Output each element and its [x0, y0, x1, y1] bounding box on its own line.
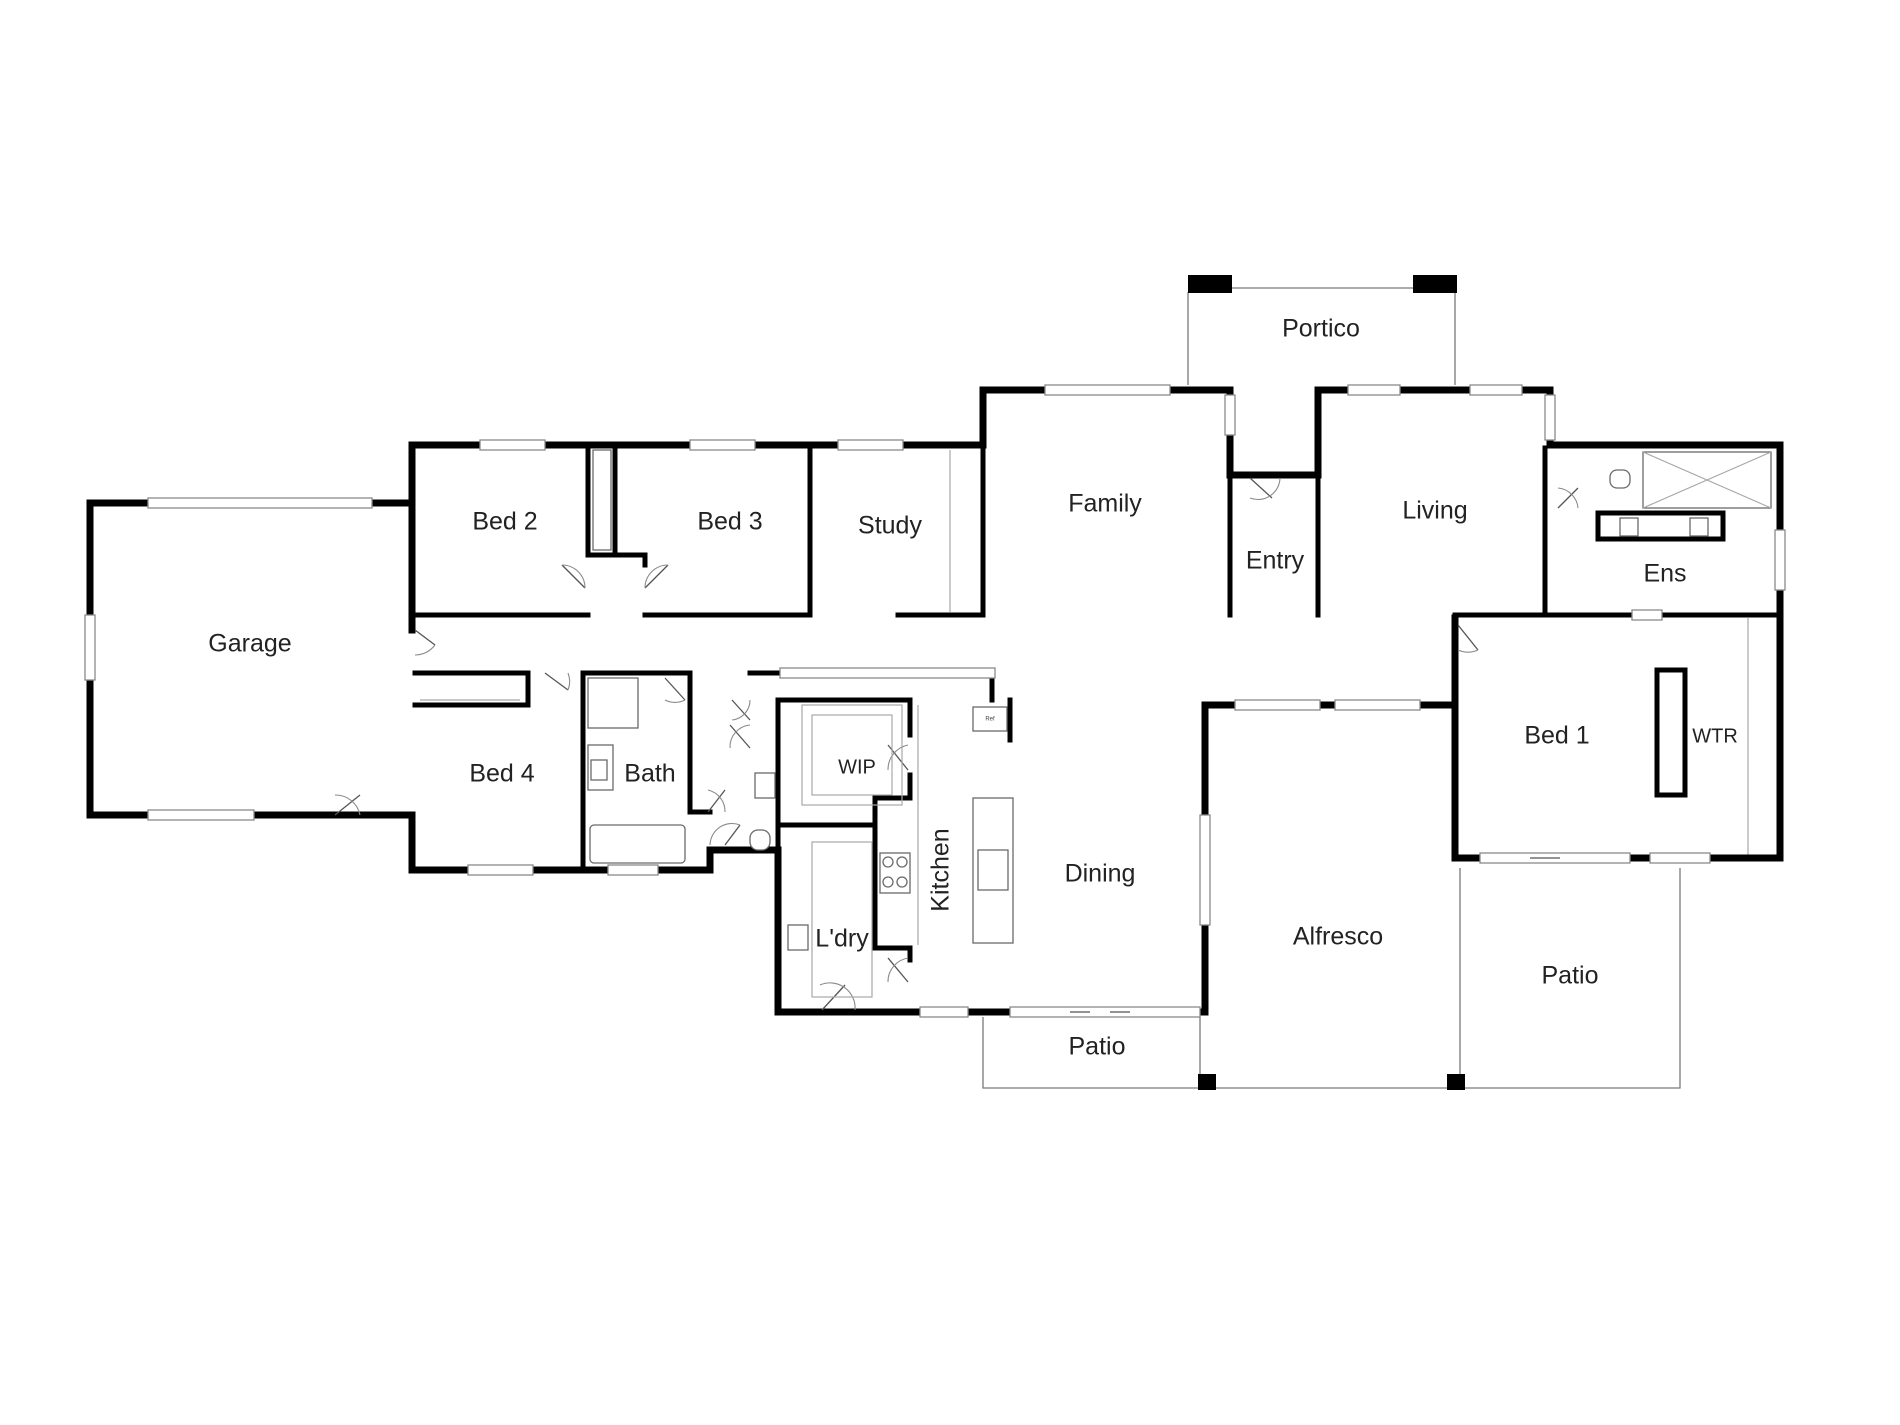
- room-label-dining: Dining: [1065, 860, 1136, 888]
- external-walls: [86, 386, 1784, 1016]
- posts: [1188, 275, 1465, 1090]
- island-sink: [977, 849, 1009, 891]
- room-label-wip: WIP: [838, 756, 876, 778]
- laundry-tub: [787, 924, 809, 951]
- room-label-entry: Entry: [1246, 547, 1305, 575]
- room-label-family: Family: [1068, 490, 1142, 518]
- ens-toilet: [1609, 469, 1631, 489]
- room-label-alfresco: Alfresco: [1293, 923, 1383, 951]
- room-label-laundry: L'dry: [815, 925, 869, 953]
- room-label-living: Living: [1402, 497, 1467, 525]
- room-label-ens: Ens: [1643, 560, 1686, 588]
- fixtures: Ref: [420, 449, 1772, 998]
- basin: [590, 759, 608, 781]
- room-label-bed1: Bed 1: [1524, 722, 1589, 750]
- shower: [587, 677, 639, 729]
- windows: [84, 384, 1786, 1018]
- room-label-garage: Garage: [208, 630, 291, 658]
- room-label-kitchen: Kitchen: [927, 828, 955, 911]
- bathtub: [589, 824, 686, 864]
- toilet: [749, 829, 771, 851]
- fridge-label: Ref: [985, 717, 995, 723]
- room-label-wtr: WTR: [1692, 725, 1738, 747]
- room-labels: Portico Family Entry Living Ens Garage B…: [208, 315, 1737, 1061]
- room-label-patio-rear: Patio: [1069, 1033, 1126, 1061]
- room-label-bed3: Bed 3: [697, 508, 762, 536]
- outdoor-outlines: [949, 287, 1749, 1089]
- room-label-bed2: Bed 2: [472, 508, 537, 536]
- room-label-patio-side: Patio: [1542, 962, 1599, 990]
- room-label-study: Study: [858, 512, 922, 540]
- room-label-bed4: Bed 4: [469, 760, 534, 788]
- fridge: [972, 706, 1008, 732]
- room-label-portico: Portico: [1282, 315, 1360, 343]
- room-label-bath: Bath: [624, 760, 675, 788]
- wc-basin: [754, 772, 776, 799]
- doors: [334, 477, 1579, 1013]
